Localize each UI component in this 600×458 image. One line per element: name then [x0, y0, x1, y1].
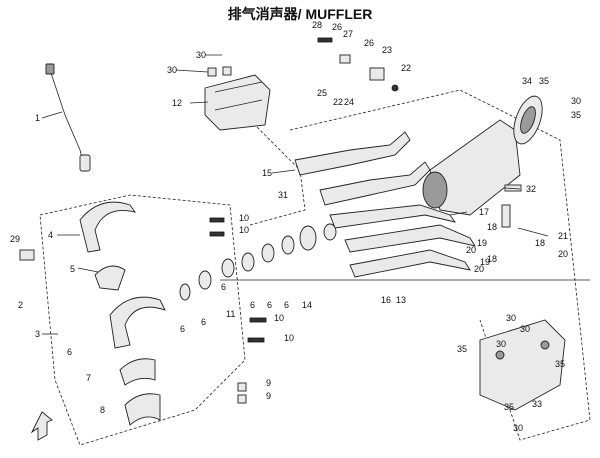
callout-25: 25 — [317, 88, 327, 98]
callout-6a: 6 — [67, 347, 72, 357]
part-elbow-pipes — [79, 201, 166, 349]
callout-15: 15 — [262, 168, 272, 178]
part-header-pipes — [294, 131, 431, 206]
callout-1: 1 — [35, 113, 40, 123]
callout-4: 4 — [48, 230, 53, 240]
callout-16: 16 — [381, 295, 391, 305]
callout-35b: 35 — [571, 110, 581, 120]
part-mid-pipe — [329, 204, 476, 278]
callout-9b: 9 — [266, 391, 271, 401]
callout-7: 7 — [86, 373, 91, 383]
front-direction-arrow-icon — [30, 411, 53, 441]
callout-6b: 6 — [180, 324, 185, 334]
part-sensor-cable — [45, 63, 91, 172]
callout-18c: 18 — [487, 254, 497, 264]
callout-17: 17 — [479, 207, 489, 217]
callout-34: 34 — [522, 76, 532, 86]
callout-2: 2 — [18, 300, 23, 310]
callout-9a: 9 — [266, 378, 271, 388]
callout-6e: 6 — [267, 300, 272, 310]
callout-12: 12 — [172, 98, 182, 108]
group-outlines — [39, 89, 591, 446]
callout-26a: 26 — [332, 22, 342, 32]
callout-10b: 10 — [239, 225, 249, 235]
callout-35c: 35 — [457, 344, 467, 354]
callout-33: 33 — [532, 399, 542, 409]
callout-18b: 18 — [535, 238, 545, 248]
part-lower-guard — [479, 319, 566, 411]
callout-19a: 19 — [477, 238, 487, 248]
callout-3: 3 — [35, 329, 40, 339]
callout-30d: 30 — [506, 313, 516, 323]
callout-24: 24 — [344, 97, 354, 107]
callout-13: 13 — [396, 295, 406, 305]
callout-32: 32 — [526, 184, 536, 194]
callout-30a: 30 — [196, 50, 206, 60]
callout-10a: 10 — [239, 213, 249, 223]
callout-20c: 20 — [474, 264, 484, 274]
callout-35d: 35 — [555, 359, 565, 369]
callout-5: 5 — [70, 264, 75, 274]
callout-29: 29 — [10, 234, 20, 244]
part-end-cap — [513, 95, 543, 145]
callout-30e: 30 — [520, 324, 530, 334]
part-gaskets — [179, 223, 337, 301]
callout-6c: 6 — [201, 317, 206, 327]
callout-6g: 6 — [221, 282, 226, 292]
callout-23: 23 — [382, 45, 392, 55]
callout-6f: 6 — [284, 300, 289, 310]
callout-28: 28 — [312, 20, 322, 30]
callout-35e: 35 — [504, 402, 514, 412]
callout-11: 11 — [226, 309, 235, 319]
part-muffler-body — [422, 119, 521, 216]
callout-22a: 22 — [401, 63, 411, 73]
part-clamps — [119, 358, 161, 426]
callout-26b: 26 — [364, 38, 374, 48]
callout-14: 14 — [302, 300, 312, 310]
callout-19b: 19 — [480, 257, 490, 267]
callout-27: 27 — [343, 29, 353, 39]
callout-35a: 35 — [539, 76, 549, 86]
callout-30b: 30 — [167, 65, 177, 75]
leader-lines — [41, 54, 549, 335]
callout-labels: 1 2 3 4 5 6 6 6 6 6 6 6 7 8 9 9 10 10 10… — [10, 20, 581, 433]
callout-20a: 20 — [466, 245, 476, 255]
callout-30f: 30 — [496, 339, 506, 349]
callout-6d: 6 — [250, 300, 255, 310]
callout-10c: 10 — [274, 313, 284, 323]
diagram-title: 排气消声器/ MUFFLER — [227, 6, 373, 22]
part-heat-shield — [204, 74, 271, 131]
callout-31: 31 — [278, 190, 288, 200]
callout-8: 8 — [100, 405, 105, 415]
callout-18a: 18 — [487, 222, 497, 232]
callout-10d: 10 — [284, 333, 294, 343]
callout-20b: 20 — [558, 249, 568, 259]
callout-22b: 22 — [333, 97, 343, 107]
callout-21: 21 — [558, 231, 568, 241]
part-hardware — [19, 37, 522, 404]
callout-30g: 30 — [513, 423, 523, 433]
callout-30c: 30 — [571, 96, 581, 106]
